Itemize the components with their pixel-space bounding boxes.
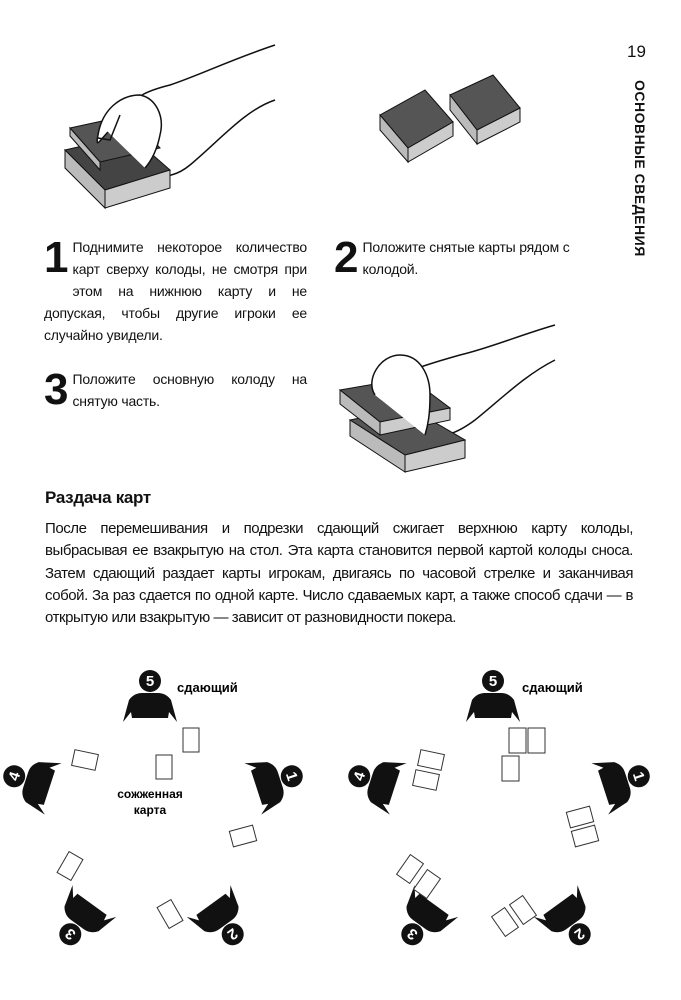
player-5-dealer: 5 xyxy=(466,670,520,722)
card xyxy=(412,769,440,791)
deck-left xyxy=(379,89,454,164)
step-3-text: Положите основную колоду на снятую часть… xyxy=(72,371,307,409)
section-heading: Раздача карт xyxy=(45,488,151,507)
dealing-diagram-burn: 5 1 2 3 4 сдающий сожженная карта xyxy=(0,670,311,959)
player-4: 4 xyxy=(345,747,407,815)
dealer-label: сдающий xyxy=(522,680,583,695)
burn-card xyxy=(501,755,520,782)
card xyxy=(71,749,99,771)
card xyxy=(565,805,595,829)
illustration-two-decks xyxy=(379,74,521,164)
step-2-number: 2 xyxy=(334,233,359,282)
step-3: 3 Положите основную колоду на снятую час… xyxy=(44,368,307,413)
burn-card xyxy=(155,754,173,780)
card xyxy=(182,727,200,753)
card xyxy=(56,850,84,882)
step-1-text: Поднимите некоторое количество карт свер… xyxy=(44,239,307,343)
illustration-complete-cut xyxy=(338,324,556,473)
step-1: 1 Поднимите некоторое количество карт св… xyxy=(44,236,307,346)
card xyxy=(508,727,527,754)
page-number: 19 xyxy=(627,42,646,61)
section-title: ОСНОВНЫЕ СВЕДЕНИЯ xyxy=(632,80,648,257)
card xyxy=(156,898,184,930)
player-1: 1 xyxy=(244,747,311,815)
step-1-number: 1 xyxy=(44,233,69,282)
card xyxy=(527,727,546,754)
player-3: 3 xyxy=(383,885,459,959)
card xyxy=(490,906,520,938)
step-3-number: 3 xyxy=(44,365,69,414)
card xyxy=(412,868,442,900)
card xyxy=(228,824,258,848)
player-5-dealer: 5 xyxy=(123,670,177,722)
player-4: 4 xyxy=(0,747,62,815)
step-2: 2 Положите снятые карты рядом с колодой. xyxy=(334,236,612,281)
player-number: 5 xyxy=(146,673,154,690)
burn-card-label-line1: сожженная xyxy=(117,787,183,801)
burn-card-label-line2: карта xyxy=(134,803,167,817)
card xyxy=(395,853,425,885)
player-3: 3 xyxy=(41,885,117,959)
card xyxy=(508,894,538,926)
card xyxy=(570,824,600,848)
deck-right xyxy=(449,74,521,146)
player-2: 2 xyxy=(533,885,609,959)
card xyxy=(417,749,445,771)
dealing-diagram-two-cards: 5 1 2 3 4 сдающий xyxy=(345,670,658,959)
player-1: 1 xyxy=(591,747,658,815)
player-number: 5 xyxy=(489,673,497,690)
illustration-cut-deck xyxy=(64,44,276,210)
body-paragraph: После перемешивания и подрезки сдающий с… xyxy=(45,520,633,627)
player-2: 2 xyxy=(186,885,262,959)
dealer-label: сдающий xyxy=(177,680,238,695)
step-2-text: Положите снятые карты рядом с колодой. xyxy=(362,239,570,277)
